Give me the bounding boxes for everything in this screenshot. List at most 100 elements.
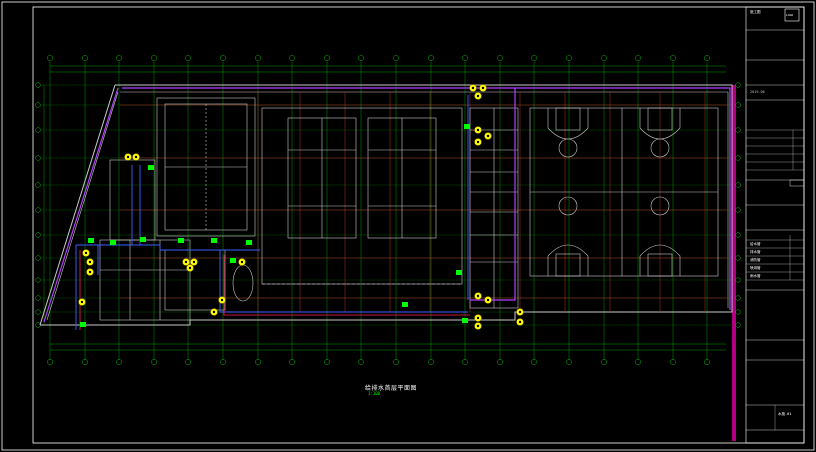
legend-item: 雨水管 — [750, 274, 761, 278]
axis-bubble-bottom — [151, 359, 157, 365]
pipe-tag — [80, 322, 86, 327]
axis-bubble-bottom — [704, 359, 710, 365]
axis-bubble-right — [735, 309, 741, 315]
fixture-symbol-center — [486, 298, 490, 302]
axis-bubble-top — [601, 55, 607, 61]
axis-bubble-bottom — [116, 359, 122, 365]
legend-item: 消防管 — [750, 258, 761, 262]
fixture-symbol-center — [476, 324, 480, 328]
axis-bubble-right — [735, 182, 741, 188]
pipe-tag — [88, 238, 94, 243]
axis-bubble-left — [35, 127, 41, 133]
axis-bubble-bottom — [220, 359, 226, 365]
fixture-symbol-center — [481, 86, 485, 90]
axis-bubble-right — [735, 155, 741, 161]
pipe-tag — [140, 237, 146, 242]
revision-table — [746, 129, 804, 171]
axis-bubble-top — [428, 55, 434, 61]
fixture-symbol-center — [476, 316, 480, 320]
axis-bubble-bottom — [635, 359, 641, 365]
axis-bubble-bottom — [601, 359, 607, 365]
pipe-tag — [246, 240, 252, 245]
fixture-symbol-center — [126, 155, 130, 159]
axis-bubble-bottom — [531, 359, 537, 365]
pipe-tag — [402, 302, 408, 307]
fixture-symbol-center — [84, 251, 88, 255]
axis-bubble-bottom — [428, 359, 434, 365]
piping-red — [79, 250, 470, 330]
axis-bubble-bottom — [324, 359, 330, 365]
axis-bubble-bottom — [289, 359, 295, 365]
fixture-symbol-center — [192, 260, 196, 264]
fixture-symbol-center — [476, 94, 480, 98]
fixture-symbol-center — [80, 300, 84, 304]
court-left — [156, 97, 256, 237]
axis-bubble-right — [735, 102, 741, 108]
axis-bubble-bottom — [255, 359, 261, 365]
pipe-tag — [110, 240, 116, 245]
axis-bubble-bottom — [497, 359, 503, 365]
fixture-symbol-center — [486, 134, 490, 138]
badminton-hall — [261, 107, 463, 285]
axis-bubble-left — [35, 82, 41, 88]
title-block-stage-label: 施工图 — [750, 10, 761, 14]
axis-bubble-top — [635, 55, 641, 61]
axis-bubble-right — [735, 207, 741, 213]
pipe-tag — [148, 165, 154, 170]
axis-bubble-top — [116, 55, 122, 61]
axis-bubble-top — [704, 55, 710, 61]
axis-bubble-right — [735, 295, 741, 301]
axis-bubble-bottom — [670, 359, 676, 365]
axis-bubble-top — [47, 55, 53, 61]
title-block-logo: LOGO — [786, 13, 794, 17]
fixture-symbol-center — [184, 260, 188, 264]
axis-bubble-left — [35, 295, 41, 301]
axis-bubble-top — [358, 55, 364, 61]
fixture-symbol-center — [476, 128, 480, 132]
spiral-stair — [232, 264, 254, 302]
axis-bubble-top — [220, 55, 226, 61]
fixture-symbol-center — [134, 155, 138, 159]
axis-bubble-bottom — [82, 359, 88, 365]
axis-bubble-top — [82, 55, 88, 61]
axis-bubble-left — [35, 207, 41, 213]
fixture-symbol-center — [188, 266, 192, 270]
axis-bubble-bottom — [566, 359, 572, 365]
pipe-tag — [178, 238, 184, 243]
title-block-date: 2019.06 — [750, 90, 765, 94]
axis-bubble-right — [735, 82, 741, 88]
fixture-symbol-center — [212, 310, 216, 314]
axis-bubble-bottom — [462, 359, 468, 365]
axis-bubble-right — [735, 322, 741, 328]
fixture-symbol-center — [88, 260, 92, 264]
axis-bubble-top — [151, 55, 157, 61]
logo-box — [784, 8, 800, 22]
sheet-inner-frame — [32, 6, 805, 444]
axis-bubble-top — [324, 55, 330, 61]
fixture-symbol-center — [88, 270, 92, 274]
drawing-title: 给排水首层平面图 — [365, 385, 418, 392]
pipe-tag — [230, 258, 236, 263]
structural-grid-red — [120, 92, 728, 312]
basketball-courts — [529, 107, 719, 277]
service-core — [99, 107, 519, 321]
pipe-tag — [464, 124, 470, 129]
fixture-symbol-center — [476, 140, 480, 144]
axis-bubble-top — [255, 55, 261, 61]
axis-bubble-top — [670, 55, 676, 61]
legend-item: 喷淋管 — [750, 266, 761, 270]
title-block-sheet-label: 水施-01 — [778, 412, 792, 416]
fixture-symbol-center — [220, 298, 224, 302]
fixture-symbol-center — [518, 320, 522, 324]
axis-bubble-right — [735, 255, 741, 261]
piping-purple — [43, 87, 731, 323]
axis-bubble-bottom — [393, 359, 399, 365]
building-outline — [39, 84, 733, 326]
axis-bubble-left — [35, 309, 41, 315]
axis-bubble-bottom — [47, 359, 53, 365]
drawing-scale: 1:100 — [368, 391, 381, 396]
fixture-symbol-center — [240, 260, 244, 264]
axis-bubble-top — [531, 55, 537, 61]
